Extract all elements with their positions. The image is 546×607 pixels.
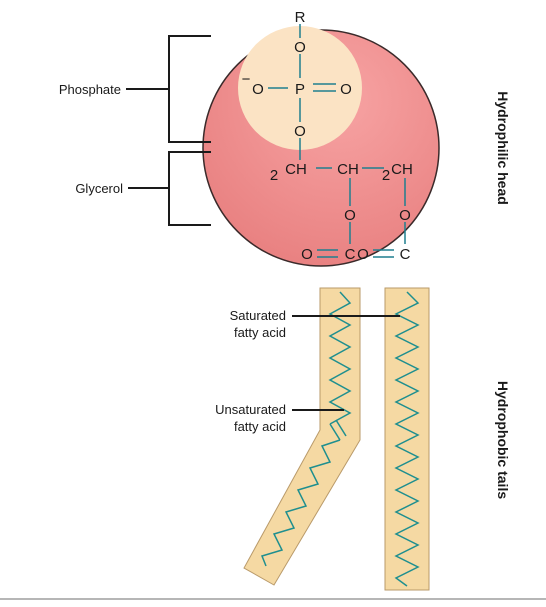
atom-O-carbonyl-left: O — [301, 246, 313, 263]
atom-CH2-right-sub: 2 — [382, 167, 390, 184]
unsaturated-tail-body — [243, 287, 361, 586]
saturated-zigzag — [394, 291, 420, 587]
hydrophobic-tails-label: Hydrophobic tails — [495, 381, 511, 499]
atom-CH: CH — [337, 161, 359, 178]
saturated-tail — [384, 287, 430, 591]
brackets — [126, 35, 211, 226]
atoms: R O P O O − O CH 2 CH CH 2 O O O C O C — [242, 9, 413, 263]
saturated-label-line2: fatty acid — [234, 325, 286, 340]
unsaturated-zigzag-lower — [260, 439, 341, 567]
hydrophilic-head — [202, 26, 440, 267]
unsaturated-label-line2: fatty acid — [234, 419, 286, 434]
double-bond-a — [329, 423, 341, 441]
atom-CH2-left: CH — [285, 161, 307, 178]
hydrophilic-head-label: Hydrophilic head — [495, 91, 511, 205]
atom-O-minus: O — [252, 81, 264, 98]
atom-CH2-left-sub: 2 — [270, 167, 278, 184]
pointers — [292, 315, 400, 411]
atom-R: R — [295, 9, 306, 26]
atom-O-double: O — [340, 81, 352, 98]
saturated-label-line1: Saturated — [230, 308, 286, 323]
glycerol-label: Glycerol — [75, 181, 123, 196]
atom-C-right: C — [400, 246, 411, 263]
phosphate-label: Phosphate — [59, 82, 121, 97]
atom-O-carbonyl-mid: O — [357, 246, 369, 263]
unsaturated-tail — [243, 287, 361, 586]
unsaturated-label-line1: Unsaturated — [215, 402, 286, 417]
minus-charge: − — [242, 71, 251, 88]
atom-O-ester-left: O — [344, 207, 356, 224]
atom-P: P — [295, 81, 305, 98]
unsaturated-zigzag-upper — [328, 291, 352, 425]
bonds — [268, 24, 406, 258]
saturated-tail-body — [384, 287, 430, 591]
atom-C-left: C — [345, 246, 356, 263]
double-bond-b — [335, 419, 347, 437]
atom-O-top: O — [294, 39, 306, 56]
atom-O-ester-right: O — [399, 207, 411, 224]
phosphate-disk — [238, 26, 362, 150]
atom-O-bottom: O — [294, 123, 306, 140]
atom-CH2-right: CH — [391, 161, 413, 178]
